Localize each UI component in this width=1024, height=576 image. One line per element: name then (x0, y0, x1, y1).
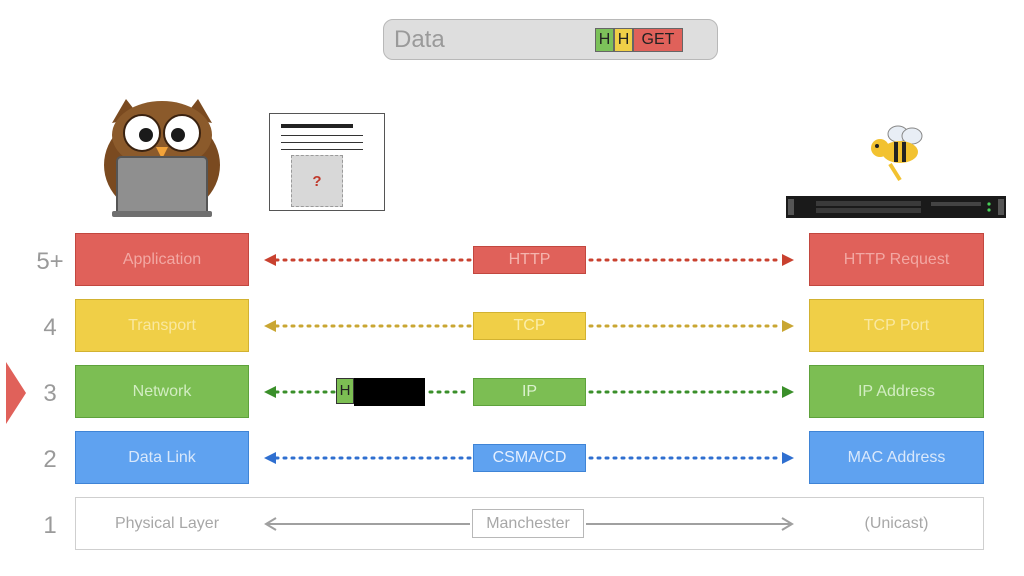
data-label: Data (394, 26, 445, 53)
header-h-1: H (595, 28, 614, 52)
layer-number-4: 4 (43, 314, 57, 341)
current-layer-pointer-icon (6, 362, 26, 424)
layer-number-3: 3 (43, 380, 57, 407)
packet-payload (354, 378, 425, 406)
protocol-manchester-box: Manchester (472, 509, 584, 538)
physical-layer-frame (75, 497, 984, 550)
tcp-port-box: TCP Port (809, 299, 984, 352)
csma-arrow-right (588, 452, 794, 464)
unicast-label: (Unicast) (864, 515, 929, 532)
ip-arrow-right (588, 386, 794, 398)
http-arrow-left (264, 254, 472, 266)
manchester-arrow-left (264, 517, 470, 531)
protocol-csma-cd-box: CSMA/CD (473, 444, 586, 472)
csma-arrow-left (264, 452, 472, 464)
header-h-2: H (614, 28, 633, 52)
owl-laptop-icon (104, 99, 220, 217)
physical-layer-label: Physical Layer (114, 515, 220, 532)
webpage-document-icon: ? (269, 113, 385, 211)
protocol-http-box: HTTP (473, 246, 586, 274)
tcp-arrow-right (588, 320, 794, 332)
layer-network-box: Network (75, 365, 249, 418)
packet-ip-header: H (336, 378, 354, 404)
ip-arrow-left (264, 386, 472, 398)
manchester-arrow-right (586, 517, 794, 531)
layer-number-1: 1 (43, 512, 57, 539)
mac-address-box: MAC Address (809, 431, 984, 484)
protocol-tcp-box: TCP (473, 312, 586, 340)
layer-number-5: 5+ (36, 248, 64, 275)
server-icon (786, 196, 1006, 218)
layer-transport-box: Transport (75, 299, 249, 352)
http-request-box: HTTP Request (809, 233, 984, 286)
header-get: GET (633, 28, 683, 52)
data-bar: Data H H GET (383, 19, 718, 60)
http-arrow-right (588, 254, 794, 266)
question-placeholder: ? (291, 155, 343, 207)
ip-address-box: IP Address (809, 365, 984, 418)
layer-data-link-box: Data Link (75, 431, 249, 484)
layer-application-box: Application (75, 233, 249, 286)
tcp-arrow-left (264, 320, 472, 332)
bee-icon (871, 125, 923, 182)
layer-number-2: 2 (43, 446, 57, 473)
protocol-ip-box: IP (473, 378, 586, 406)
